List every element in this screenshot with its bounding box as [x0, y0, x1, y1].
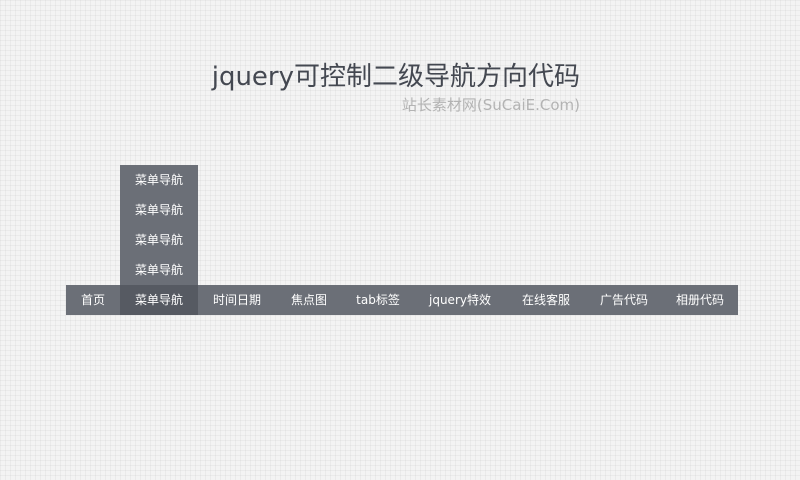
nav-item-label: 在线客服 — [521, 293, 570, 307]
submenu-item[interactable]: 菜单导航 — [134, 203, 183, 217]
nav-item-label: 首页 — [80, 293, 105, 307]
submenu-item[interactable]: 菜单导航 — [134, 233, 183, 247]
nav-item-label: 焦点图 — [290, 293, 327, 307]
nav-item-datetime[interactable]: 时间日期 — [198, 285, 276, 315]
nav-item-tab[interactable]: tab标签 — [342, 285, 414, 315]
page-header: jquery可控制二级导航方向代码 站长素材网(SuCaiE.Com) — [0, 60, 580, 115]
submenu-item[interactable]: 菜单导航 — [134, 263, 183, 277]
nav-item-menu-nav[interactable]: 菜单导航 菜单导航 菜单导航 菜单导航 菜单导航 — [120, 165, 198, 315]
nav-item-album-code[interactable]: 相册代码 — [662, 285, 738, 315]
main-nav: 首页 菜单导航 菜单导航 菜单导航 菜单导航 菜单导航 时间日期 焦点图 tab… — [66, 165, 738, 315]
nav-item-label: jquery特效 — [429, 293, 491, 307]
nav-item-jquery-effects[interactable]: jquery特效 — [414, 285, 506, 315]
nav-item-ad-code[interactable]: 广告代码 — [586, 285, 662, 315]
nav-item-label: tab标签 — [356, 293, 400, 307]
nav-item-label: 时间日期 — [212, 293, 261, 307]
nav-item-label: 菜单导航 — [134, 293, 183, 307]
nav-item-home[interactable]: 首页 — [66, 285, 120, 315]
nav-item-focus-image[interactable]: 焦点图 — [276, 285, 342, 315]
page-title: jquery可控制二级导航方向代码 — [211, 62, 580, 92]
nav-list: 首页 菜单导航 菜单导航 菜单导航 菜单导航 菜单导航 时间日期 焦点图 tab… — [66, 165, 738, 315]
submenu: 菜单导航 菜单导航 菜单导航 菜单导航 — [120, 165, 198, 285]
nav-item-label: 相册代码 — [675, 293, 724, 307]
nav-item-label: 广告代码 — [599, 293, 648, 307]
nav-item-online-service[interactable]: 在线客服 — [506, 285, 586, 315]
page-subtitle: 站长素材网(SuCaiE.Com) — [401, 96, 580, 114]
submenu-item[interactable]: 菜单导航 — [134, 173, 183, 187]
